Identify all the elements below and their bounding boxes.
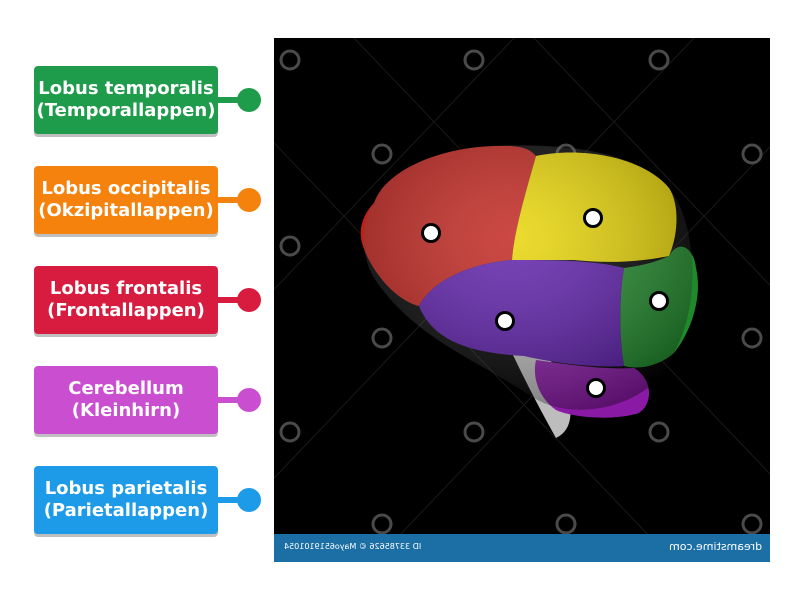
label-card-parietal[interactable]: Lobus parietalis (Parietallappen): [34, 466, 218, 534]
drag-handle-cerebellum[interactable]: [237, 388, 261, 412]
connector-cerebellum: [218, 397, 244, 403]
label-card-occipital[interactable]: Lobus occipitalis (Okzipitallappen): [34, 166, 218, 234]
label-card-temporal[interactable]: Lobus temporalis (Temporallappen): [34, 66, 218, 134]
label-title: Lobus occipitalis: [41, 178, 211, 199]
label-title: Lobus temporalis: [38, 78, 214, 99]
brain-image: ID 33785626 © Mayo6519101054 dreamstime.…: [274, 38, 770, 562]
label-title: Lobus frontalis: [49, 278, 203, 299]
drag-handle-parietal[interactable]: [237, 488, 261, 512]
label-card-frontal[interactable]: Lobus frontalis (Frontallappen): [34, 266, 218, 334]
drop-target-occipital-area[interactable]: [649, 291, 669, 311]
label-subtitle: (Okzipitallappen): [38, 200, 214, 221]
connector-occipital: [218, 197, 244, 203]
label-subtitle: (Frontallappen): [47, 300, 205, 321]
brain-illustration: [274, 38, 770, 562]
drop-target-parietal-area[interactable]: [583, 208, 603, 228]
drop-target-temporal-area[interactable]: [495, 311, 515, 331]
image-id-text: ID 33785626 © Mayo6519101054: [284, 542, 422, 551]
drag-handle-occipital[interactable]: [237, 188, 261, 212]
label-subtitle: (Temporallappen): [36, 100, 216, 121]
label-subtitle: (Kleinhirn): [71, 400, 181, 421]
label-title: Cerebellum: [68, 378, 184, 399]
drag-handle-frontal[interactable]: [237, 288, 261, 312]
label-subtitle: (Parietallappen): [43, 500, 209, 521]
connector-frontal: [218, 297, 244, 303]
image-credit-bar: ID 33785626 © Mayo6519101054 dreamstime.…: [274, 534, 770, 562]
brand-text: dreamstime.com: [668, 540, 762, 553]
label-title: Lobus parietalis: [44, 478, 208, 499]
label-card-cerebellum[interactable]: Cerebellum (Kleinhirn): [34, 366, 218, 434]
drop-target-frontal-area[interactable]: [421, 223, 441, 243]
drop-target-cerebellum-area[interactable]: [586, 378, 606, 398]
connector-parietal: [218, 497, 244, 503]
drag-handle-temporal[interactable]: [237, 88, 261, 112]
brain-shading: [363, 145, 693, 410]
connector-temporal: [218, 97, 244, 103]
